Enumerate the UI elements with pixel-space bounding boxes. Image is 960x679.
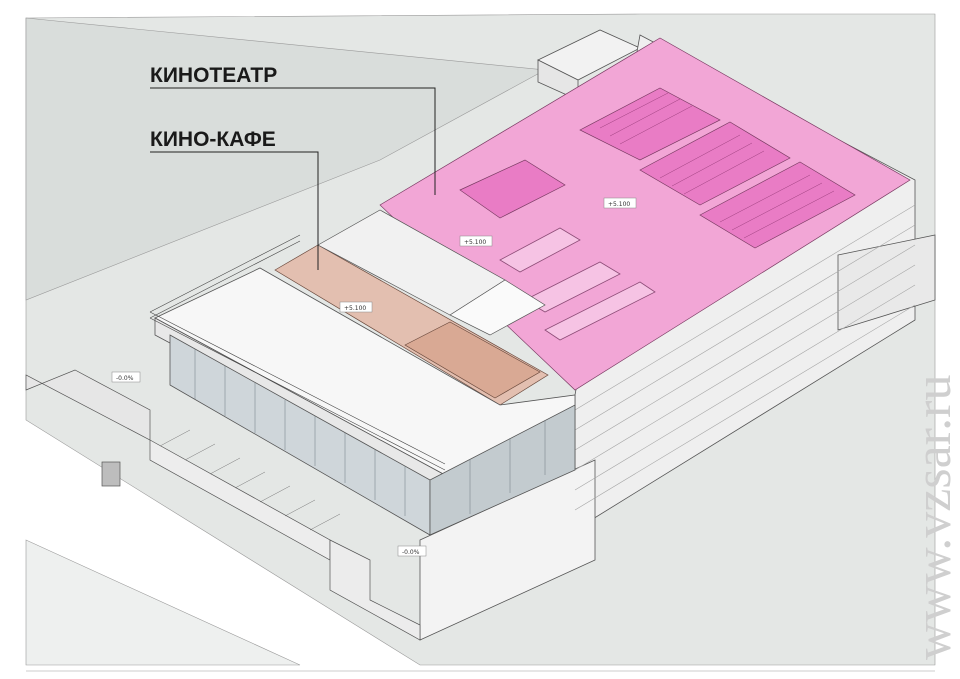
service-block [317, 209, 546, 336]
level-marks: +5.100 +5.100 +5.100 -0.0% -0.0% [111, 197, 637, 557]
watermark: www.vzsar.ru [905, 375, 960, 660]
level-mark-cinema-b: +5.100 [608, 201, 630, 208]
glass-side [429, 404, 576, 536]
leader-cinema [150, 87, 436, 195]
label-cafe: КИНО-КАФЕ [150, 128, 276, 151]
exterior-stairs [25, 369, 421, 641]
level-mark-ground-bottom: -0.0% [402, 549, 420, 556]
ramp-left [25, 369, 151, 441]
leader-lines [150, 87, 436, 270]
level-mark-ground-left: -0.0% [116, 375, 134, 382]
level-mark-cafe: +5.100 [344, 305, 366, 312]
cafe-zone [274, 244, 549, 406]
cafe-kitchen [404, 321, 541, 399]
ground-corner [25, 539, 301, 666]
cinema-hall-2 [639, 121, 791, 206]
glass-facade [169, 334, 576, 536]
cinema-hall-4 [459, 159, 566, 219]
signboard [101, 461, 121, 487]
label-cinema: КИНОТЕАТР [150, 64, 277, 87]
cinema-hall-1 [579, 87, 721, 161]
leader-cafe [150, 151, 319, 270]
ramp-bottom [329, 539, 421, 641]
level-mark-cinema-a: +5.100 [464, 239, 486, 246]
